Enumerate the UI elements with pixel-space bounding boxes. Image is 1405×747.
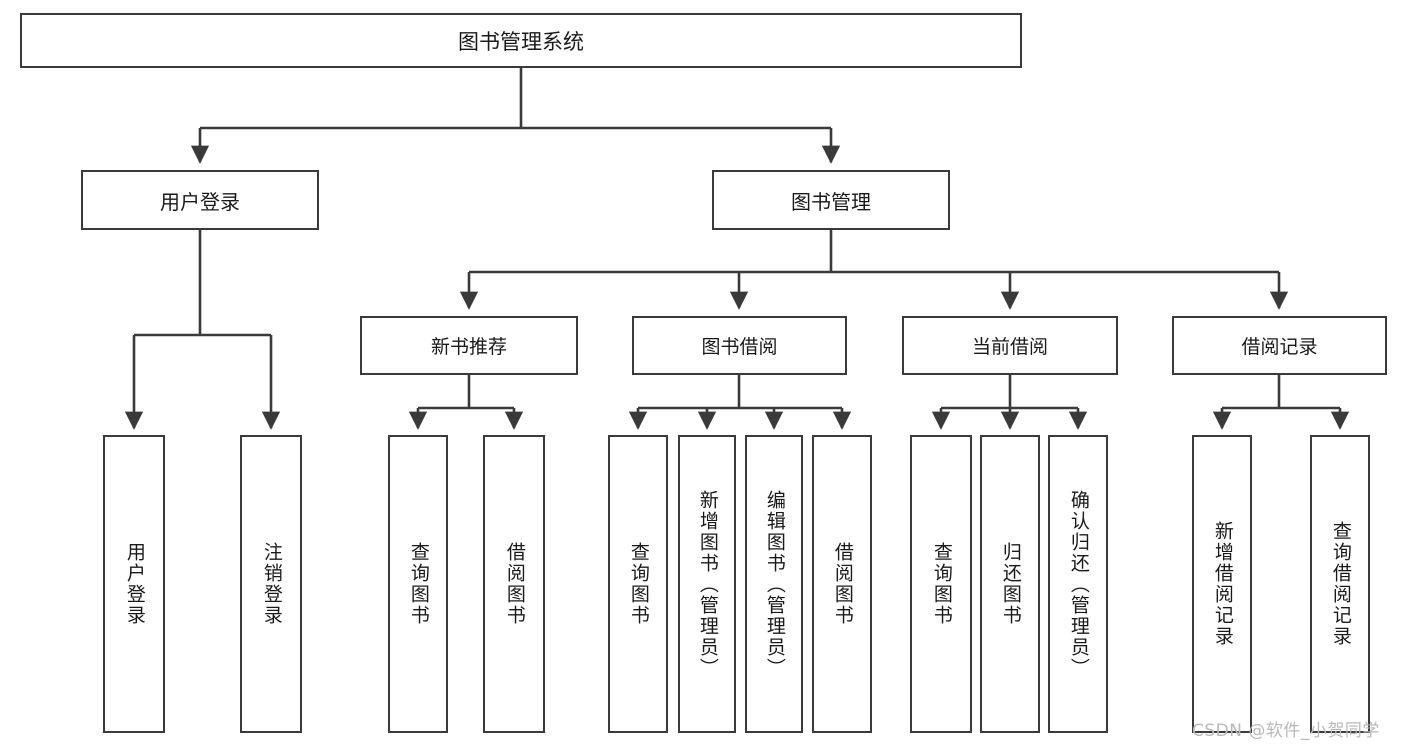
node-label: 借阅图书 xyxy=(831,542,854,626)
node-label: 归还图书 xyxy=(999,542,1022,626)
node-label: 新书推荐 xyxy=(430,336,507,358)
node-label: 图书管理系统 xyxy=(458,29,584,54)
node-leaf[interactable]: 新增借阅记录 xyxy=(1192,435,1252,733)
node-label: 新增图书（管理员） xyxy=(696,489,719,679)
node-leaf[interactable]: 归还图书 xyxy=(980,435,1040,733)
node-label: 查询图书 xyxy=(407,542,430,626)
node-label: 查询图书 xyxy=(930,542,953,626)
node-level2[interactable]: 借阅记录 xyxy=(1172,316,1387,375)
node-level2[interactable]: 当前借阅 xyxy=(902,316,1118,375)
node-leaf[interactable]: 确认归还（管理员） xyxy=(1048,435,1108,733)
node-leaf[interactable]: 查询借阅记录 xyxy=(1310,435,1370,733)
node-leaf[interactable]: 借阅图书 xyxy=(812,435,872,733)
node-label: 当前借阅 xyxy=(971,336,1048,358)
node-label: 借阅记录 xyxy=(1241,336,1318,358)
node-level1[interactable]: 用户登录 xyxy=(81,170,319,230)
node-level2[interactable]: 图书借阅 xyxy=(632,316,847,375)
node-leaf[interactable]: 用户登录 xyxy=(103,435,165,733)
node-label: 查询图书 xyxy=(627,542,650,626)
node-label: 查询借阅记录 xyxy=(1329,521,1352,647)
node-label: 注销登录 xyxy=(260,542,283,626)
node-label: 借阅图书 xyxy=(503,542,526,626)
node-leaf[interactable]: 查询图书 xyxy=(608,435,668,733)
node-label: 用户登录 xyxy=(160,189,240,214)
node-leaf[interactable]: 编辑图书（管理员） xyxy=(745,435,803,733)
node-label: 用户登录 xyxy=(123,542,146,626)
node-leaf[interactable]: 查询图书 xyxy=(910,435,972,733)
csdn-watermark: CSDN @软件_小贺同学 xyxy=(1192,721,1380,741)
node-leaf[interactable]: 借阅图书 xyxy=(483,435,545,733)
node-leaf[interactable]: 新增图书（管理员） xyxy=(678,435,736,733)
node-level1[interactable]: 图书管理 xyxy=(712,170,950,230)
node-label: 图书管理 xyxy=(791,189,871,214)
node-label: 确认归还（管理员） xyxy=(1067,489,1090,679)
node-leaf[interactable]: 注销登录 xyxy=(240,435,302,733)
node-leaf[interactable]: 查询图书 xyxy=(388,435,448,733)
node-label: 新增借阅记录 xyxy=(1211,521,1234,647)
node-root[interactable]: 图书管理系统 xyxy=(20,13,1022,68)
node-level2[interactable]: 新书推荐 xyxy=(360,316,578,375)
node-label: 编辑图书（管理员） xyxy=(763,489,786,679)
node-label: 图书借阅 xyxy=(701,336,778,358)
